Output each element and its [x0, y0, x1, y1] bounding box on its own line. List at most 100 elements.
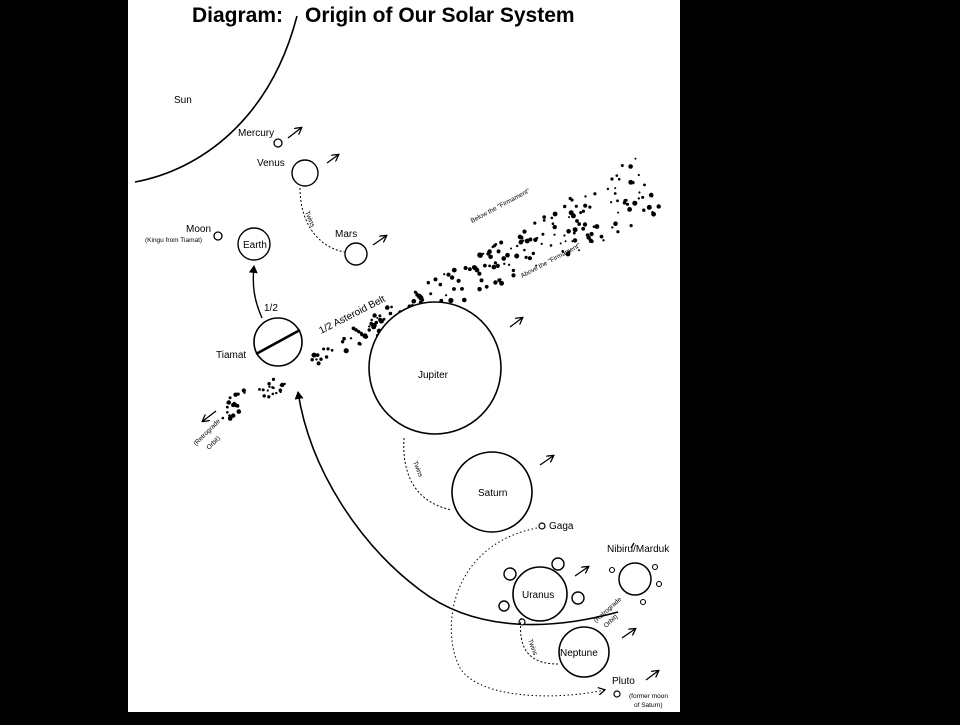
asteroid-dot [451, 267, 457, 273]
uranus-planet [512, 566, 568, 622]
asteroid-dot [378, 317, 383, 322]
asteroid-dot [551, 222, 555, 225]
asteroid-dot [628, 164, 633, 169]
debris-dot [275, 391, 278, 395]
nibiru-moon-2 [651, 563, 659, 571]
asteroid-dot [625, 202, 630, 206]
title-prefix: Diagram: [192, 4, 283, 27]
asteroid-dot [535, 264, 538, 267]
asteroid-dot [628, 179, 634, 185]
asteroid-dot [491, 245, 494, 249]
asteroid-dot [632, 200, 638, 206]
asteroid-dot [581, 209, 586, 213]
asteroid-dot [456, 278, 461, 283]
asteroid-dot [445, 294, 448, 297]
nibiru-retrograde-orbit [294, 391, 619, 626]
asteroid-dot [656, 204, 661, 209]
asteroid-dot [474, 267, 480, 273]
tiamat-to-earth-arrow [248, 265, 263, 319]
asteroid-dot [611, 226, 614, 229]
asteroid-dot [572, 238, 578, 243]
venus-planet [291, 159, 319, 187]
asteroid-dot [502, 256, 506, 261]
asteroid-dot [549, 244, 553, 247]
asteroid-dot [552, 211, 558, 217]
asteroid-dot [610, 201, 613, 204]
asteroid-dot [483, 263, 487, 268]
asteroid-dot [527, 256, 533, 261]
asteroid-dot [488, 264, 491, 268]
twins-venus-mars-link [299, 187, 346, 253]
asteroid-dot [507, 263, 511, 266]
asteroid-dot [561, 250, 565, 253]
pluto-motion-arrow [645, 671, 658, 681]
mars-planet [344, 242, 368, 266]
asteroid-dot [536, 236, 539, 240]
debris-dot [268, 385, 271, 388]
asteroid-dot [449, 275, 455, 280]
debris-dot [271, 377, 276, 381]
nibiru-moon-4 [639, 598, 647, 606]
asteroid-dot [624, 198, 628, 202]
asteroid-dot [411, 300, 415, 304]
asteroid-dot [650, 195, 654, 198]
asteroid-dot [460, 287, 464, 291]
page-title: Origin of Our Solar System [305, 4, 575, 27]
asteroid-dot [579, 211, 583, 215]
debris-dot [261, 388, 265, 392]
asteroid-dot [572, 227, 578, 233]
asteroid-dot [614, 187, 617, 190]
asteroid-dot [622, 201, 627, 205]
asteroid-dot [617, 211, 620, 214]
asteroid-dot [610, 177, 614, 181]
label-jupiter: Jupiter [418, 370, 449, 381]
asteroid-dot [477, 287, 482, 292]
debris-dot [226, 411, 229, 414]
debris-dot [243, 391, 246, 394]
asteroid-dot [583, 203, 588, 208]
asteroid-dot [315, 353, 320, 357]
asteroid-dot [448, 297, 454, 304]
mercury-planet [273, 138, 283, 148]
asteroid-dot [578, 249, 580, 252]
asteroid-dot [553, 233, 556, 236]
retrograde-arrow-left [203, 410, 217, 421]
label-sun: Sun [174, 95, 192, 106]
neptune-planet [558, 626, 610, 678]
asteroid-dot [518, 239, 524, 245]
asteroid-dot [446, 272, 451, 277]
asteroid-dot [629, 224, 633, 228]
asteroid-dot [524, 238, 530, 244]
debris-dot [262, 394, 265, 398]
neptune-motion-arrow [621, 629, 635, 639]
asteroid-dot [599, 234, 604, 239]
asteroid-dot [330, 348, 334, 352]
debris-dot [267, 382, 271, 386]
nibiru-moon-3 [655, 580, 663, 588]
asteroid-dot [550, 216, 554, 220]
asteroid-dot [643, 183, 646, 187]
nibiru-planet [618, 562, 652, 596]
asteroid-dot [617, 177, 621, 181]
debris-dot [225, 405, 229, 409]
asteroid-dot [468, 267, 472, 272]
debris-dot [228, 396, 232, 400]
asteroid-dot [581, 226, 586, 231]
asteroid-dot [620, 164, 624, 167]
asteroid-dot [606, 187, 610, 191]
label-mars: Mars [335, 229, 357, 240]
uranus-moon-2 [551, 557, 565, 571]
asteroid-dot [642, 208, 646, 212]
asteroid-dot [577, 222, 581, 226]
gaga-to-pluto-orbit [450, 527, 604, 697]
label-half-1: 1/2 [264, 303, 278, 314]
asteroid-dot [567, 250, 571, 254]
label-uranus: Uranus [522, 590, 554, 601]
nibiru-tick-arrow [630, 542, 635, 549]
asteroid-dot [426, 281, 430, 285]
debris-dot [226, 401, 229, 404]
asteroid-dot [522, 239, 525, 242]
pluto-planet [613, 690, 621, 698]
